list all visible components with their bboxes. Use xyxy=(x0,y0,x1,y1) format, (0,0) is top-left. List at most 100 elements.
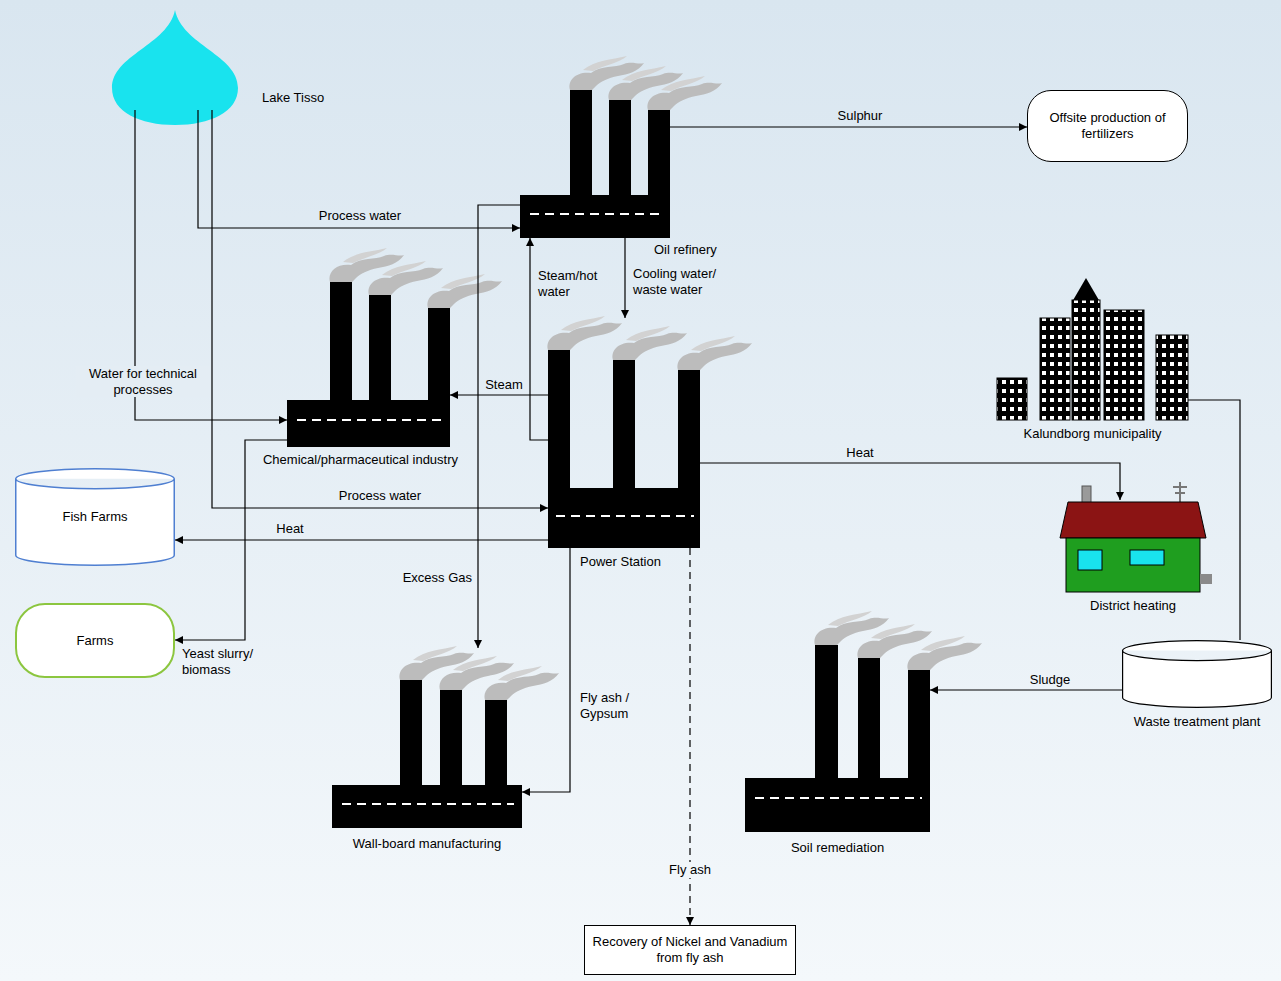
chemical-plant-icon-part xyxy=(287,400,450,447)
city-icon-part xyxy=(1072,300,1100,420)
power-station-icon-part xyxy=(677,336,752,370)
soil-plant-icon xyxy=(745,611,982,832)
soil-plant-icon-part xyxy=(908,670,930,780)
flow-connector xyxy=(930,689,1122,690)
soil-plant-icon-part xyxy=(745,778,930,832)
flow-label: Cooling water/ waste water xyxy=(633,266,748,297)
flow-label: Process water xyxy=(319,208,401,224)
chemical-plant-icon-part xyxy=(368,261,443,295)
flow-connector xyxy=(522,548,570,792)
chemical-plant-icon-part xyxy=(330,282,352,402)
wallboard-plant-icon-part xyxy=(332,785,522,828)
soil-plant-icon-part xyxy=(857,624,932,658)
wallboard-plant-icon-part xyxy=(440,690,462,787)
flow-connector xyxy=(670,126,1027,127)
label-anchor: Heat xyxy=(0,0,27,16)
flow-connector xyxy=(700,463,1120,500)
refinery-node: Oil refinery xyxy=(520,62,670,238)
tank-cylinder: Waste treatment plant xyxy=(1122,640,1272,708)
house-icon-part xyxy=(1130,550,1164,565)
tank-cylinder: Fish Farms xyxy=(15,468,175,566)
flow-label: Steam xyxy=(485,377,523,393)
city-node: Kalundborg municipality xyxy=(997,278,1188,420)
chemical-plant-icon-part xyxy=(297,419,442,421)
soil-plant-icon-part xyxy=(755,797,922,799)
flow-label: Heat xyxy=(846,445,873,461)
chemical-plant-icon-part xyxy=(428,308,450,402)
cylinder-outline xyxy=(1122,640,1272,708)
label-anchor: Excess Gas xyxy=(0,0,70,16)
chemical-plant-icon-part xyxy=(427,274,502,308)
soil-plant-icon-part xyxy=(907,636,982,670)
flow-connector xyxy=(450,394,548,395)
label-anchor: Steam xyxy=(0,0,38,16)
city-icon-part xyxy=(1040,318,1070,420)
chemical-plant-icon-part xyxy=(369,295,391,402)
lake-node: Lake Tisso xyxy=(112,10,238,110)
refinery-icon-part xyxy=(648,110,670,200)
flow-label: Sulphur xyxy=(838,108,883,124)
node-heading: Oil refinery xyxy=(654,242,717,258)
chemical-plant-icon xyxy=(287,248,502,447)
label-anchor: Yeast slurry/ biomass xyxy=(0,0,100,31)
label-anchor: Heat xyxy=(0,0,27,16)
label-anchor: Fly ash xyxy=(0,0,46,16)
city-icon-part xyxy=(1104,310,1144,420)
node-heading: District heating xyxy=(1090,598,1176,614)
node-label: Farms xyxy=(77,633,114,649)
flow-label: Heat xyxy=(276,521,303,537)
label-anchor: Process water xyxy=(0,0,82,16)
flow-connector xyxy=(478,205,520,648)
label-anchor: Cooling water/ waste water xyxy=(0,0,115,31)
refinery-icon xyxy=(520,56,722,238)
refinery-icon-part xyxy=(530,213,662,215)
soil-plant-icon-part xyxy=(815,645,838,780)
label-anchor: Sulphur xyxy=(0,0,45,16)
flow-label: Steam/hot water xyxy=(538,268,618,299)
city-icon-part xyxy=(1072,278,1100,302)
process-box: Recovery of Nickel and Vanadium from fly… xyxy=(584,925,796,975)
wallboard-plant-icon-part xyxy=(485,700,507,787)
flow-connector xyxy=(212,110,548,508)
house-icon-part xyxy=(1078,550,1102,570)
power-station-icon-part xyxy=(678,370,700,490)
node-label: Fish Farms xyxy=(63,509,128,525)
flow-label: Sludge xyxy=(1030,672,1070,688)
refinery-icon-part xyxy=(609,100,631,200)
house-icon-part xyxy=(1175,492,1185,494)
lake-drop-part xyxy=(112,10,238,125)
refinery-icon-part xyxy=(647,76,722,110)
flow-label: Excess Gas xyxy=(402,570,472,586)
power-station-icon-part xyxy=(613,360,635,490)
node-heading: Soil remediation xyxy=(791,840,884,856)
label-anchor: Steam/hot water xyxy=(0,0,80,31)
node-heading: Wall-board manufacturing xyxy=(353,836,501,852)
rounded-box: Farms xyxy=(15,603,175,678)
city-icon-part xyxy=(997,378,1027,420)
power-station-icon-part xyxy=(547,316,622,350)
wallboard-plant-icon-part xyxy=(484,666,559,700)
node-heading: Chemical/pharmaceutical industry xyxy=(263,452,458,468)
power-station-icon-part xyxy=(612,326,687,360)
refinery-icon-part xyxy=(570,90,592,200)
node-label: Offsite production of fertilizers xyxy=(1034,110,1181,141)
flow-label: Process water xyxy=(339,488,421,504)
house-icon-part xyxy=(1066,538,1200,592)
label-anchor: Sludge xyxy=(0,0,40,16)
wallboard-plant-icon-part xyxy=(400,680,422,787)
city-icon-part xyxy=(1156,335,1188,420)
refinery-icon-part xyxy=(520,195,670,238)
rounded-box: Offsite production of fertilizers xyxy=(1027,90,1188,162)
label-anchor: Water for technical processes xyxy=(0,0,134,31)
wallboard-plant-icon xyxy=(332,646,559,828)
soil-plant-icon-part xyxy=(814,611,889,645)
wallboard-plant-icon-part xyxy=(342,803,514,805)
flow-label: Fly ash xyxy=(667,862,713,878)
label-anchor: Process water xyxy=(0,0,82,16)
label-anchor: Fly ash / Gypsum xyxy=(0,0,85,31)
node-heading: Power Station xyxy=(580,554,661,570)
house-node: District heating xyxy=(1058,500,1208,592)
